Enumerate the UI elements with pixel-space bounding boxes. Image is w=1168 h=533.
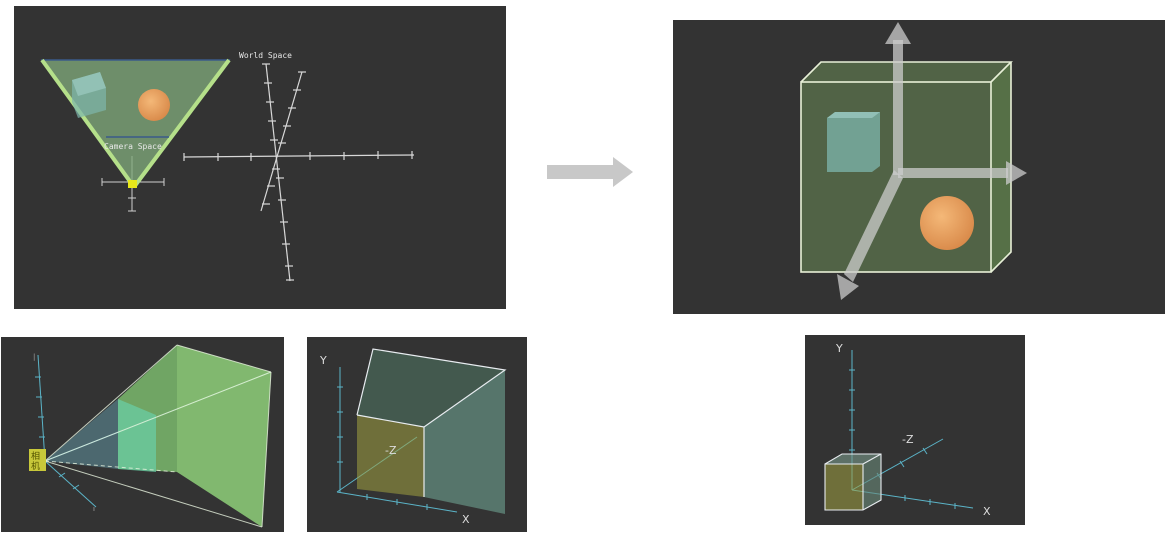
frustum-right-edge [132,58,231,189]
cube-object [827,112,880,172]
frustum-left-edge [40,58,136,189]
frustum-top [357,349,505,427]
perspective-frustum-panel: | 相 机 ı [1,337,284,532]
view-frustum [40,59,231,189]
x-axis-label: X [462,513,470,526]
world-y-axis [265,63,291,282]
frustum-near-cone [45,399,118,469]
y-axis-label: Y [835,342,843,355]
y-axis-label: Y [319,354,327,367]
canonical-axes [837,22,1027,300]
unit-cube-scene: Y -Z X [824,342,991,518]
neg-z-axis-label: -Z [902,433,914,446]
camera-space-label: Camera Space [104,142,162,151]
world-x-axis [183,154,415,158]
camera-icon [29,449,46,471]
frustum-side [177,345,271,527]
world-axes [183,63,415,282]
x-axis-label: X [983,505,991,518]
svg-text:|: | [33,353,35,361]
world-space-scene: World Space Camera Space [40,51,415,282]
unit-cube-front [825,464,863,510]
frustum-side [424,370,505,514]
camera-glyph-top: 相 [31,450,40,462]
world-space-label: World Space [239,51,292,60]
z-axis-arrow [844,170,903,282]
camera-glyph-bottom: 机 [31,460,40,472]
camera-icon [128,180,137,188]
y-axis-arrow [893,40,903,175]
svg-text:ı: ı [93,505,95,513]
x-axis-arrow [898,168,1008,178]
transition-arrow [547,157,633,187]
unit-cube-panel: Y -Z X [805,335,1025,525]
perspective-frustum-scene: | 相 机 ı [29,344,272,528]
near-plane [118,399,156,472]
sphere-object [920,196,974,250]
world-z-axis [260,71,303,212]
sphere-object [138,89,170,121]
view-volume-scene [800,22,1027,300]
near-face [357,415,424,497]
cube-object [72,72,106,118]
neg-z-axis-label: -Z [385,444,397,457]
world-space-panel: World Space Camera Space [14,6,506,309]
view-volume-panel [673,20,1165,314]
frustum-axes-scene: Y -Z X [319,348,507,526]
frustum-axes-panel: Y -Z X [307,337,527,532]
